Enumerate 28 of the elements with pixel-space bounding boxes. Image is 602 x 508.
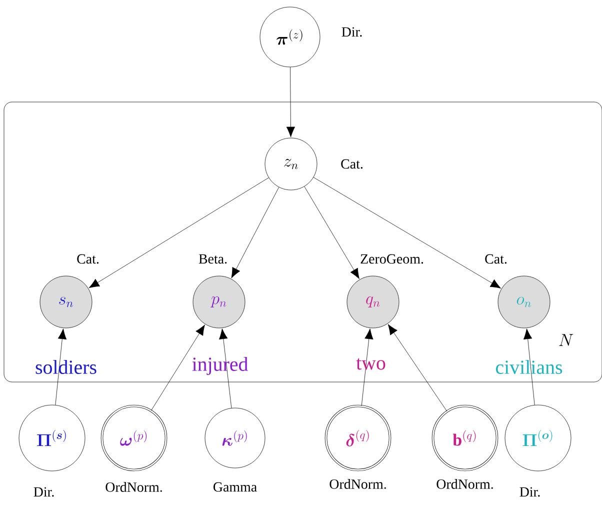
group-label: injured <box>192 356 248 376</box>
arrow <box>304 186 360 280</box>
arrow <box>361 328 374 406</box>
distribution-label: Dir. <box>32 486 56 498</box>
distribution-label: Gamma <box>212 481 258 493</box>
arrow <box>88 178 269 288</box>
distribution-label: Cat. <box>76 253 100 265</box>
distribution-label: OrdNorm. <box>104 481 164 493</box>
distribution-label: OrdNorm. <box>435 478 495 490</box>
distribution-label: OrdNorm. <box>328 478 388 490</box>
arrow <box>523 328 535 406</box>
group-label: civilians <box>496 360 562 374</box>
group-label: two <box>356 358 386 370</box>
distribution-label: Dir. <box>518 486 542 498</box>
distribution-label: ZeroGeom. <box>359 253 425 265</box>
group-label: soldiers <box>36 360 96 374</box>
distribution-label: Cat. <box>340 158 364 170</box>
arrow <box>219 328 232 408</box>
arrow <box>388 324 448 412</box>
arrow <box>55 328 67 406</box>
distribution-label: Cat. <box>484 253 508 265</box>
distribution-label: Dir. <box>340 26 364 38</box>
plate-label: $N$ <box>559 334 574 346</box>
arrow <box>313 177 501 288</box>
arrow <box>150 324 205 411</box>
arrow <box>231 187 280 278</box>
distribution-label: Beta. <box>197 253 229 265</box>
arrow <box>286 67 296 138</box>
